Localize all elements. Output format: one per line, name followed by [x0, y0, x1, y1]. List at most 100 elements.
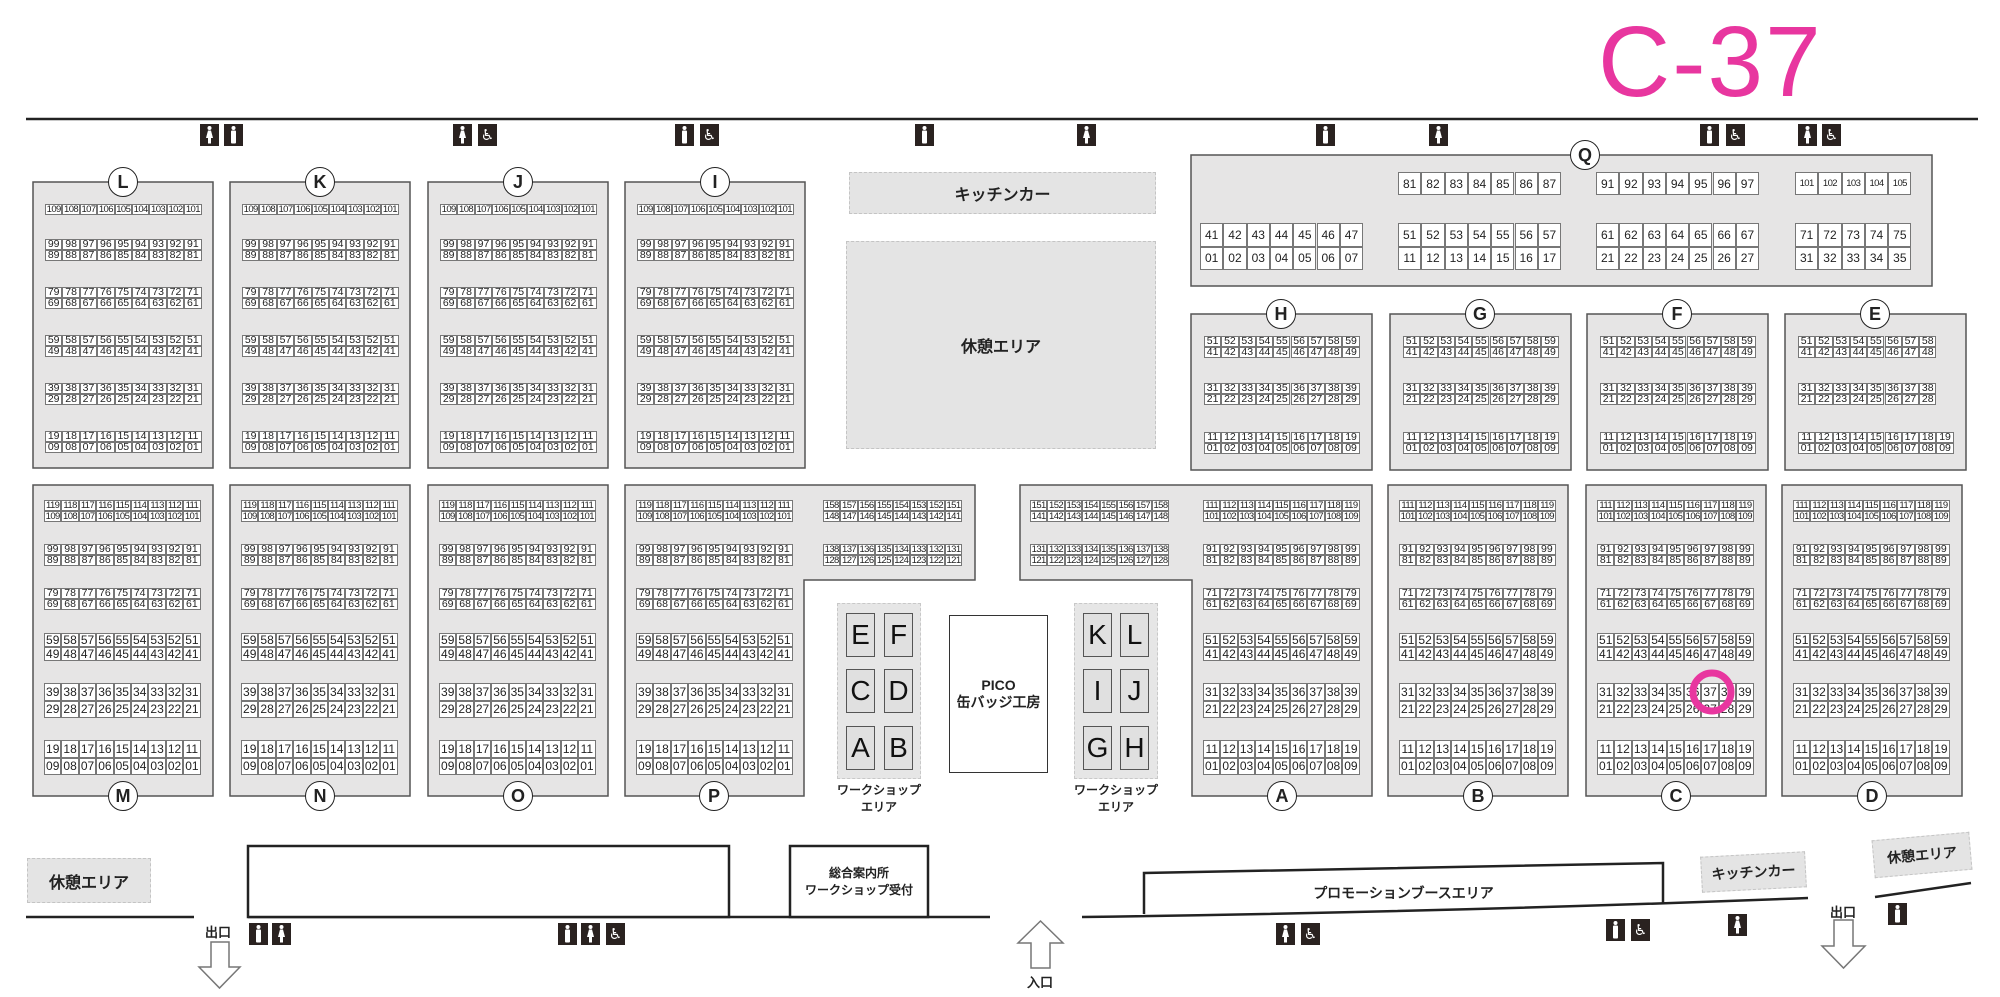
booth-k-45[interactable]: 45 — [311, 346, 329, 357]
booth-f-52[interactable]: 52 — [1617, 336, 1635, 347]
booth-c-54[interactable]: 54 — [1649, 633, 1667, 647]
booth-n-82[interactable]: 82 — [362, 555, 381, 566]
booth-b-39[interactable]: 39 — [1538, 683, 1556, 701]
booth-p-72[interactable]: 72 — [757, 588, 776, 599]
booth-p-61[interactable]: 61 — [775, 599, 793, 610]
booth-b-37[interactable]: 37 — [1503, 683, 1521, 701]
booth-o-78[interactable]: 78 — [456, 588, 474, 599]
booth-h-45[interactable]: 45 — [1273, 347, 1291, 358]
booth-b-53[interactable]: 53 — [1433, 633, 1452, 647]
booth-m-21[interactable]: 21 — [183, 700, 201, 718]
booth-o-31[interactable]: 31 — [578, 683, 596, 701]
booth-n-83[interactable]: 83 — [345, 555, 363, 566]
booth-k-32[interactable]: 32 — [363, 383, 382, 394]
booth-j-29[interactable]: 29 — [440, 394, 458, 405]
booth-a-152[interactable]: 152 — [1047, 500, 1065, 511]
booth-a-83[interactable]: 83 — [1237, 555, 1256, 566]
booth-j-26[interactable]: 26 — [492, 394, 510, 405]
booth-j-102[interactable]: 102 — [561, 204, 580, 215]
booth-o-23[interactable]: 23 — [543, 700, 561, 718]
booth-m-74[interactable]: 74 — [131, 588, 149, 599]
booth-m-11[interactable]: 11 — [183, 740, 201, 758]
booth-b-105[interactable]: 105 — [1468, 511, 1486, 522]
booth-p-32[interactable]: 32 — [757, 683, 776, 701]
booth-p-84[interactable]: 84 — [723, 555, 741, 566]
booth-c-03[interactable]: 03 — [1631, 757, 1650, 775]
booth-p-103[interactable]: 103 — [740, 511, 758, 522]
booth-m-77[interactable]: 77 — [78, 588, 97, 599]
booth-j-14[interactable]: 14 — [527, 431, 545, 442]
booth-j-83[interactable]: 83 — [544, 250, 562, 261]
booth-m-72[interactable]: 72 — [165, 588, 184, 599]
booth-m-106[interactable]: 106 — [96, 511, 114, 522]
booth-j-98[interactable]: 98 — [457, 239, 475, 250]
booth-g-38[interactable]: 38 — [1524, 383, 1542, 394]
booth-c-109[interactable]: 109 — [1736, 511, 1754, 522]
booth-p-156[interactable]: 156 — [857, 500, 876, 511]
booth-d-07[interactable]: 07 — [1897, 757, 1915, 775]
booth-a-45[interactable]: 45 — [1272, 647, 1290, 661]
booth-a-19[interactable]: 19 — [1342, 740, 1360, 758]
booth-m-51[interactable]: 51 — [183, 633, 201, 647]
booth-n-36[interactable]: 36 — [293, 683, 311, 701]
booth-p-108[interactable]: 108 — [653, 511, 671, 522]
booth-k-19[interactable]: 19 — [242, 431, 260, 442]
booth-i-61[interactable]: 61 — [776, 298, 794, 309]
booth-d-111[interactable]: 111 — [1793, 500, 1811, 511]
booth-j-25[interactable]: 25 — [509, 394, 527, 405]
booth-h-01[interactable]: 01 — [1204, 443, 1222, 454]
booth-n-49[interactable]: 49 — [241, 647, 259, 661]
booth-a-09[interactable]: 09 — [1342, 757, 1360, 775]
booth-b-73[interactable]: 73 — [1433, 588, 1452, 599]
booth-k-88[interactable]: 88 — [259, 250, 277, 261]
booth-a-42[interactable]: 42 — [1220, 647, 1238, 661]
booth-l-29[interactable]: 29 — [45, 394, 63, 405]
booth-o-53[interactable]: 53 — [543, 633, 561, 647]
booth-c-99[interactable]: 99 — [1736, 544, 1754, 555]
booth-j-106[interactable]: 106 — [492, 204, 510, 215]
booth-a-72[interactable]: 72 — [1220, 588, 1238, 599]
booth-l-35[interactable]: 35 — [114, 383, 132, 394]
booth-k-23[interactable]: 23 — [346, 394, 364, 405]
booth-o-106[interactable]: 106 — [491, 511, 509, 522]
booth-n-08[interactable]: 08 — [258, 757, 276, 775]
booth-i-99[interactable]: 99 — [637, 239, 655, 250]
booth-p-27[interactable]: 27 — [670, 700, 689, 718]
booth-n-54[interactable]: 54 — [328, 633, 346, 647]
booth-b-24[interactable]: 24 — [1451, 700, 1469, 718]
booth-k-66[interactable]: 66 — [294, 298, 312, 309]
booth-p-154[interactable]: 154 — [892, 500, 910, 511]
booth-k-14[interactable]: 14 — [329, 431, 347, 442]
booth-b-05[interactable]: 05 — [1468, 757, 1486, 775]
booth-n-41[interactable]: 41 — [380, 647, 398, 661]
booth-i-15[interactable]: 15 — [706, 431, 724, 442]
booth-d-06[interactable]: 06 — [1880, 757, 1898, 775]
booth-a-112[interactable]: 112 — [1220, 500, 1238, 511]
booth-a-85[interactable]: 85 — [1272, 555, 1290, 566]
booth-m-62[interactable]: 62 — [165, 599, 184, 610]
booth-i-11[interactable]: 11 — [776, 431, 794, 442]
booth-b-07[interactable]: 07 — [1503, 757, 1521, 775]
booth-o-97[interactable]: 97 — [473, 544, 492, 555]
booth-e-12[interactable]: 12 — [1815, 432, 1833, 443]
booth-a-12[interactable]: 12 — [1220, 740, 1238, 758]
booth-n-16[interactable]: 16 — [293, 740, 311, 758]
booth-i-102[interactable]: 102 — [758, 204, 777, 215]
booth-j-104[interactable]: 104 — [527, 204, 545, 215]
booth-c-28[interactable]: 28 — [1718, 700, 1737, 718]
booth-l-43[interactable]: 43 — [149, 346, 167, 357]
booth-b-92[interactable]: 92 — [1416, 544, 1434, 555]
booth-i-42[interactable]: 42 — [758, 346, 777, 357]
booth-k-48[interactable]: 48 — [259, 346, 277, 357]
booth-o-86[interactable]: 86 — [491, 555, 509, 566]
booth-c-66[interactable]: 66 — [1684, 599, 1702, 610]
booth-m-89[interactable]: 89 — [44, 555, 62, 566]
booth-e-06[interactable]: 06 — [1884, 443, 1902, 454]
booth-n-38[interactable]: 38 — [258, 683, 276, 701]
booth-q-66[interactable]: 66 — [1712, 223, 1736, 247]
booth-m-29[interactable]: 29 — [44, 700, 62, 718]
booth-q-93[interactable]: 93 — [1642, 172, 1666, 195]
booth-m-17[interactable]: 17 — [78, 740, 97, 758]
booth-a-27[interactable]: 27 — [1307, 700, 1325, 718]
booth-j-87[interactable]: 87 — [474, 250, 493, 261]
